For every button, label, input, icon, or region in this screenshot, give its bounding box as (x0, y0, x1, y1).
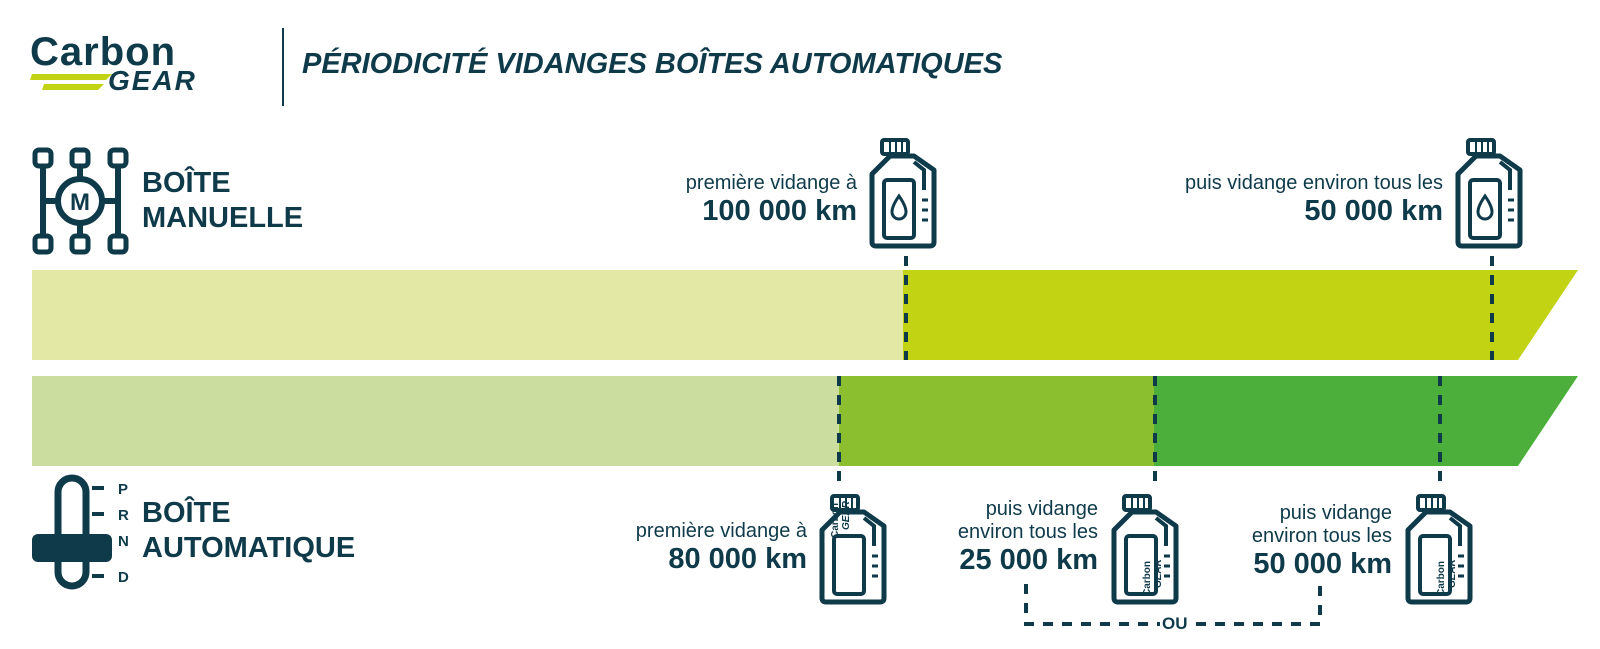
auto-bar-mid-segment (839, 376, 1155, 466)
manual-then-change-label: puis vidange environ tous les 50 000 km (1185, 172, 1443, 228)
manual-shift-pattern-icon (32, 147, 129, 255)
auto-then-a-km: 25 000 km (959, 544, 1098, 576)
auto-then-b-small1: puis vidange (1279, 502, 1392, 524)
automatic-shifter-icon (32, 474, 112, 590)
manual-then-km: 50 000 km (1304, 195, 1443, 227)
gear-letter-r: R (118, 507, 129, 524)
automatic-gearbox-label: BOÎTE AUTOMATIQUE (142, 496, 355, 566)
auto-first-km: 80 000 km (668, 543, 807, 575)
auto-first-small: première vidange à (635, 520, 807, 542)
or-label: OU (1162, 614, 1188, 633)
manual-label-line1: BOÎTE (142, 167, 231, 199)
manual-icon-letter: M (70, 189, 90, 216)
auto-first-change-label: première vidange à 80 000 km (636, 520, 807, 576)
manual-first-change-label: première vidange à 100 000 km (686, 172, 857, 228)
auto-then-a-label: puis vidange environ tous les 25 000 km (958, 498, 1098, 577)
oil-can-icon (1458, 140, 1520, 246)
gear-letter-d: D (118, 569, 129, 586)
or-bracket-right (1196, 584, 1322, 626)
logo-gear-text: GEAR (108, 65, 197, 96)
manual-bar-light-segment (32, 270, 904, 360)
auto-then-a-small1: puis vidange (985, 498, 1098, 520)
manual-gearbox-label: BOÎTE MANUELLE (142, 166, 303, 236)
automatic-label-line1: BOÎTE (142, 497, 231, 529)
manual-label-line2: MANUELLE (142, 202, 304, 234)
manual-then-small: puis vidange environ tous les (1185, 172, 1443, 194)
auto-then-b-km: 50 000 km (1253, 548, 1392, 580)
gear-letter-n: N (118, 533, 129, 550)
automatic-label-line2: AUTOMATIQUE (142, 532, 356, 564)
auto-then-a-small2: environ tous les (957, 521, 1098, 543)
or-bracket (1024, 584, 1160, 626)
auto-bar-dark-segment (1154, 376, 1578, 466)
logo-carbon-text: Carbon (30, 30, 176, 74)
auto-then-b-label: puis vidange environ tous les 50 000 km (1252, 502, 1392, 581)
page-title: PÉRIODICITÉ VIDANGES BOÎTES AUTOMATIQUES (302, 48, 1003, 80)
oil-can-icon (872, 140, 934, 246)
auto-bar-light-segment (32, 376, 840, 466)
gear-letter-p: P (118, 481, 128, 498)
auto-then-b-small2: environ tous les (1251, 525, 1392, 547)
header-divider (282, 28, 284, 106)
manual-bar-dark-segment (903, 270, 1578, 360)
manual-first-small: première vidange à (685, 172, 857, 194)
manual-first-km: 100 000 km (702, 195, 857, 227)
